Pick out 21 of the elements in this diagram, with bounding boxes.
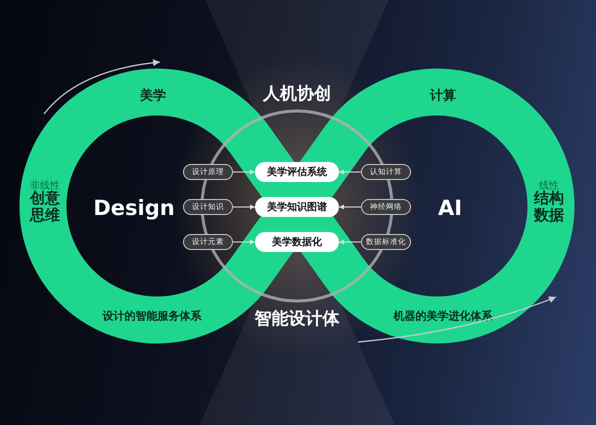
- connector-arrow: [338, 170, 362, 174]
- section-title: 人机协创: [263, 85, 331, 105]
- loop-subtitle: 线性: [539, 180, 559, 192]
- loop-title: Design: [93, 196, 175, 220]
- loop-caption: 设计的智能服务体系: [102, 310, 202, 324]
- loop-heading: 美学: [140, 90, 166, 104]
- connector-arrow: [232, 170, 256, 174]
- loop-title: AI: [438, 196, 462, 220]
- loop-side-label: 结构数据: [533, 190, 565, 224]
- loop-subtitle: 非线性: [30, 180, 60, 192]
- connector-arrow: [232, 204, 256, 210]
- highlight-tag: 美学评估系统: [255, 162, 339, 182]
- loop-heading: 计算: [430, 90, 456, 104]
- loop-caption: 机器的美学进化体系: [394, 310, 492, 324]
- highlight-tag: 美学数据化: [255, 232, 339, 252]
- connector-arrow: [232, 240, 256, 244]
- connector-arrow: [338, 240, 362, 244]
- connector-arrow: [338, 204, 362, 210]
- section-title: 智能设计体: [254, 310, 340, 330]
- highlight-tag: 美学知识图谱: [255, 197, 339, 217]
- loop-side-label: 创意思维: [29, 190, 61, 224]
